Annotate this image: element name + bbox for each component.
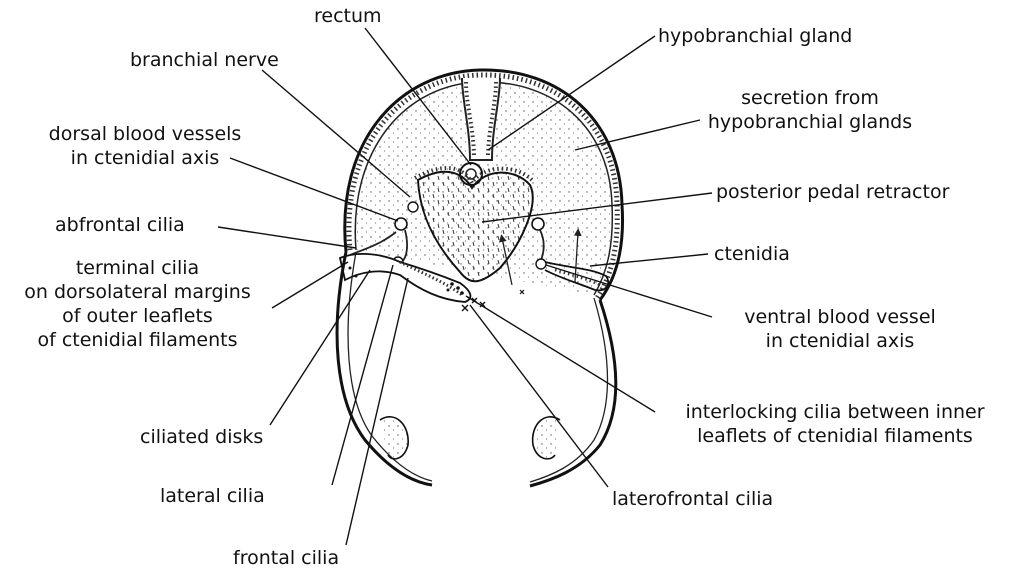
label-secretion-line-2: hypobranchial glands	[660, 110, 960, 134]
label-terminal-line-2: on dorsolateral margins	[0, 280, 275, 304]
label-hypobranchial-gland: hypobranchial gland	[658, 24, 852, 48]
label-lateral-cilia: lateral cilia	[160, 484, 265, 508]
label-posterior-pedal-retractor: posterior pedal retractor	[716, 180, 949, 204]
label-abfrontal-cilia: abfrontal cilia	[55, 213, 185, 237]
label-secretion-line-1: secretion from	[660, 86, 960, 110]
mantle-bulge-left	[380, 417, 408, 459]
label-frontal-cilia: frontal cilia	[233, 546, 339, 570]
label-dorsal-line-1: dorsal blood vessels	[10, 122, 280, 146]
label-terminal-cilia: terminal cilia on dorsolateral margins o…	[0, 256, 275, 352]
label-dorsal-line-2: in ctenidial axis	[10, 146, 280, 170]
dorsal-vessel-left	[395, 218, 407, 230]
label-branchial-nerve: branchial nerve	[130, 48, 279, 72]
label-ctenidia: ctenidia	[714, 242, 790, 266]
label-ciliated-disks: ciliated disks	[140, 425, 263, 449]
label-dorsal-blood-vessels: dorsal blood vessels in ctenidial axis	[10, 122, 280, 170]
label-ventral-blood-vessel: ventral blood vessel in ctenidial axis	[705, 305, 975, 353]
label-rectum: rectum	[314, 4, 382, 28]
label-secretion-from-hypobranchial-glands: secretion from hypobranchial glands	[660, 86, 960, 134]
label-terminal-line-3: of outer leaflets	[0, 304, 275, 328]
label-ventral-line-1: ventral blood vessel	[705, 305, 975, 329]
label-interlocking-cilia: interlocking cilia between inner leaflet…	[655, 400, 1015, 448]
label-terminal-line-1: terminal cilia	[0, 256, 275, 280]
mantle-bulge-right	[533, 417, 560, 459]
label-ventral-line-2: in ctenidial axis	[705, 329, 975, 353]
ventral-vessel-right	[536, 259, 546, 269]
label-terminal-line-4: of ctenidial filaments	[0, 328, 275, 352]
label-laterofrontal-cilia: laterofrontal cilia	[612, 487, 773, 511]
dorsal-vessel-right	[532, 218, 544, 230]
label-interlocking-line-2: leaflets of ctenidial filaments	[655, 424, 1015, 448]
label-interlocking-line-1: interlocking cilia between inner	[655, 400, 1015, 424]
